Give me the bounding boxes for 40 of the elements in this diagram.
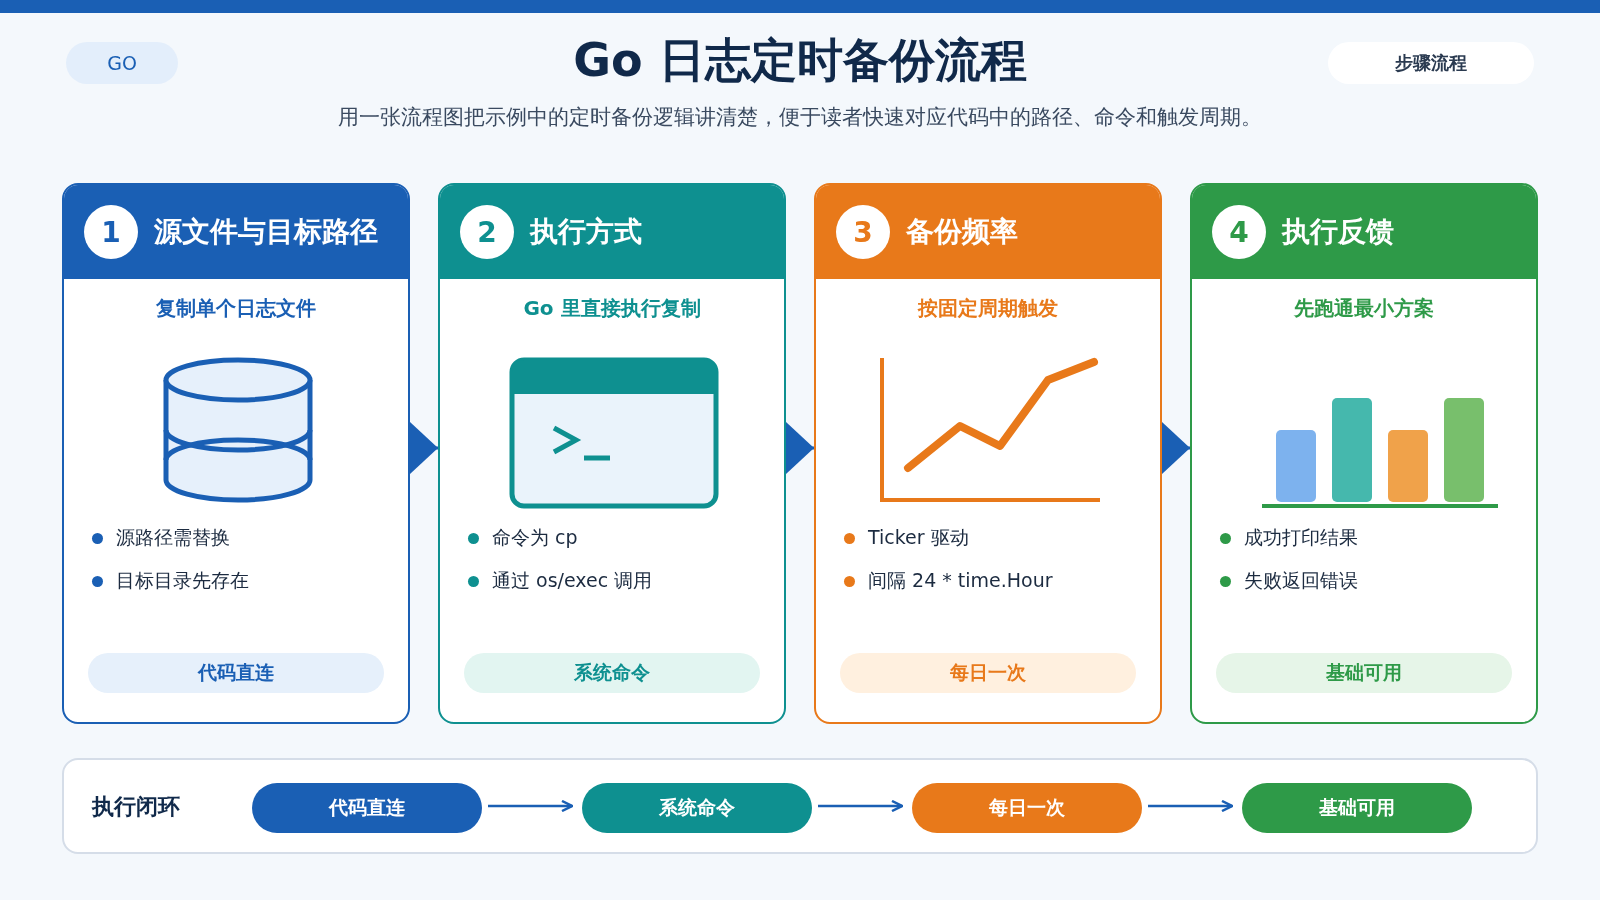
bullet-text: 目标目录先存在 bbox=[116, 568, 249, 593]
tag-pill: 代码直连 bbox=[88, 653, 384, 693]
panel-title: 执行闭环 bbox=[92, 793, 180, 821]
card-heading: 执行方式 bbox=[530, 214, 642, 250]
bullet-text: 成功打印结果 bbox=[1244, 525, 1358, 550]
tag-pill: 每日一次 bbox=[840, 653, 1136, 693]
card-heading: 备份频率 bbox=[906, 214, 1018, 250]
step-card bbox=[814, 183, 1162, 724]
bullet-text: 间隔 24 * time.Hour bbox=[868, 568, 1053, 593]
arrow bbox=[786, 422, 814, 474]
arrow bbox=[1162, 422, 1190, 474]
tag-pill: 系统命令 bbox=[464, 653, 760, 693]
card-heading: 执行反馈 bbox=[1282, 214, 1394, 250]
status-pill: 每日一次 bbox=[912, 783, 1142, 833]
arrow bbox=[488, 799, 574, 813]
card-subtitle: 复制单个日志文件 bbox=[155, 295, 317, 322]
card-subtitle: 按固定周期触发 bbox=[916, 295, 1059, 322]
badge: GO bbox=[66, 42, 178, 84]
bullet-text: Ticker 驱动 bbox=[868, 525, 969, 550]
bullet-text: 失败返回错误 bbox=[1244, 568, 1358, 593]
badge: 步骤流程 bbox=[1328, 42, 1534, 84]
bullet-text: 命令为 cp bbox=[492, 525, 578, 550]
title: Go 日志定时备份流程 bbox=[572, 32, 1028, 89]
subtitle: 用一张流程图把示例中的定时备份逻辑讲清楚，便于读者快速对应代码中的路径、命令和触发周期。 bbox=[337, 104, 1263, 131]
loop-panel bbox=[62, 758, 1538, 854]
card-subtitle: Go 里直接执行复制 bbox=[522, 295, 702, 322]
step-card bbox=[438, 183, 786, 724]
arrow bbox=[1148, 799, 1234, 813]
status-pill: 代码直连 bbox=[252, 783, 482, 833]
arrow bbox=[818, 799, 904, 813]
tag-pill: 基础可用 bbox=[1216, 653, 1512, 693]
step-card bbox=[1190, 183, 1538, 724]
bullet-text: 源路径需替换 bbox=[116, 525, 230, 550]
card-heading: 源文件与目标路径 bbox=[154, 214, 378, 250]
step-card bbox=[62, 183, 410, 724]
status-pill: 基础可用 bbox=[1242, 783, 1472, 833]
arrow bbox=[410, 422, 438, 474]
bullet-text: 通过 os/exec 调用 bbox=[492, 568, 653, 593]
card-subtitle: 先跑通最小方案 bbox=[1293, 295, 1435, 322]
status-pill: 系统命令 bbox=[582, 783, 812, 833]
